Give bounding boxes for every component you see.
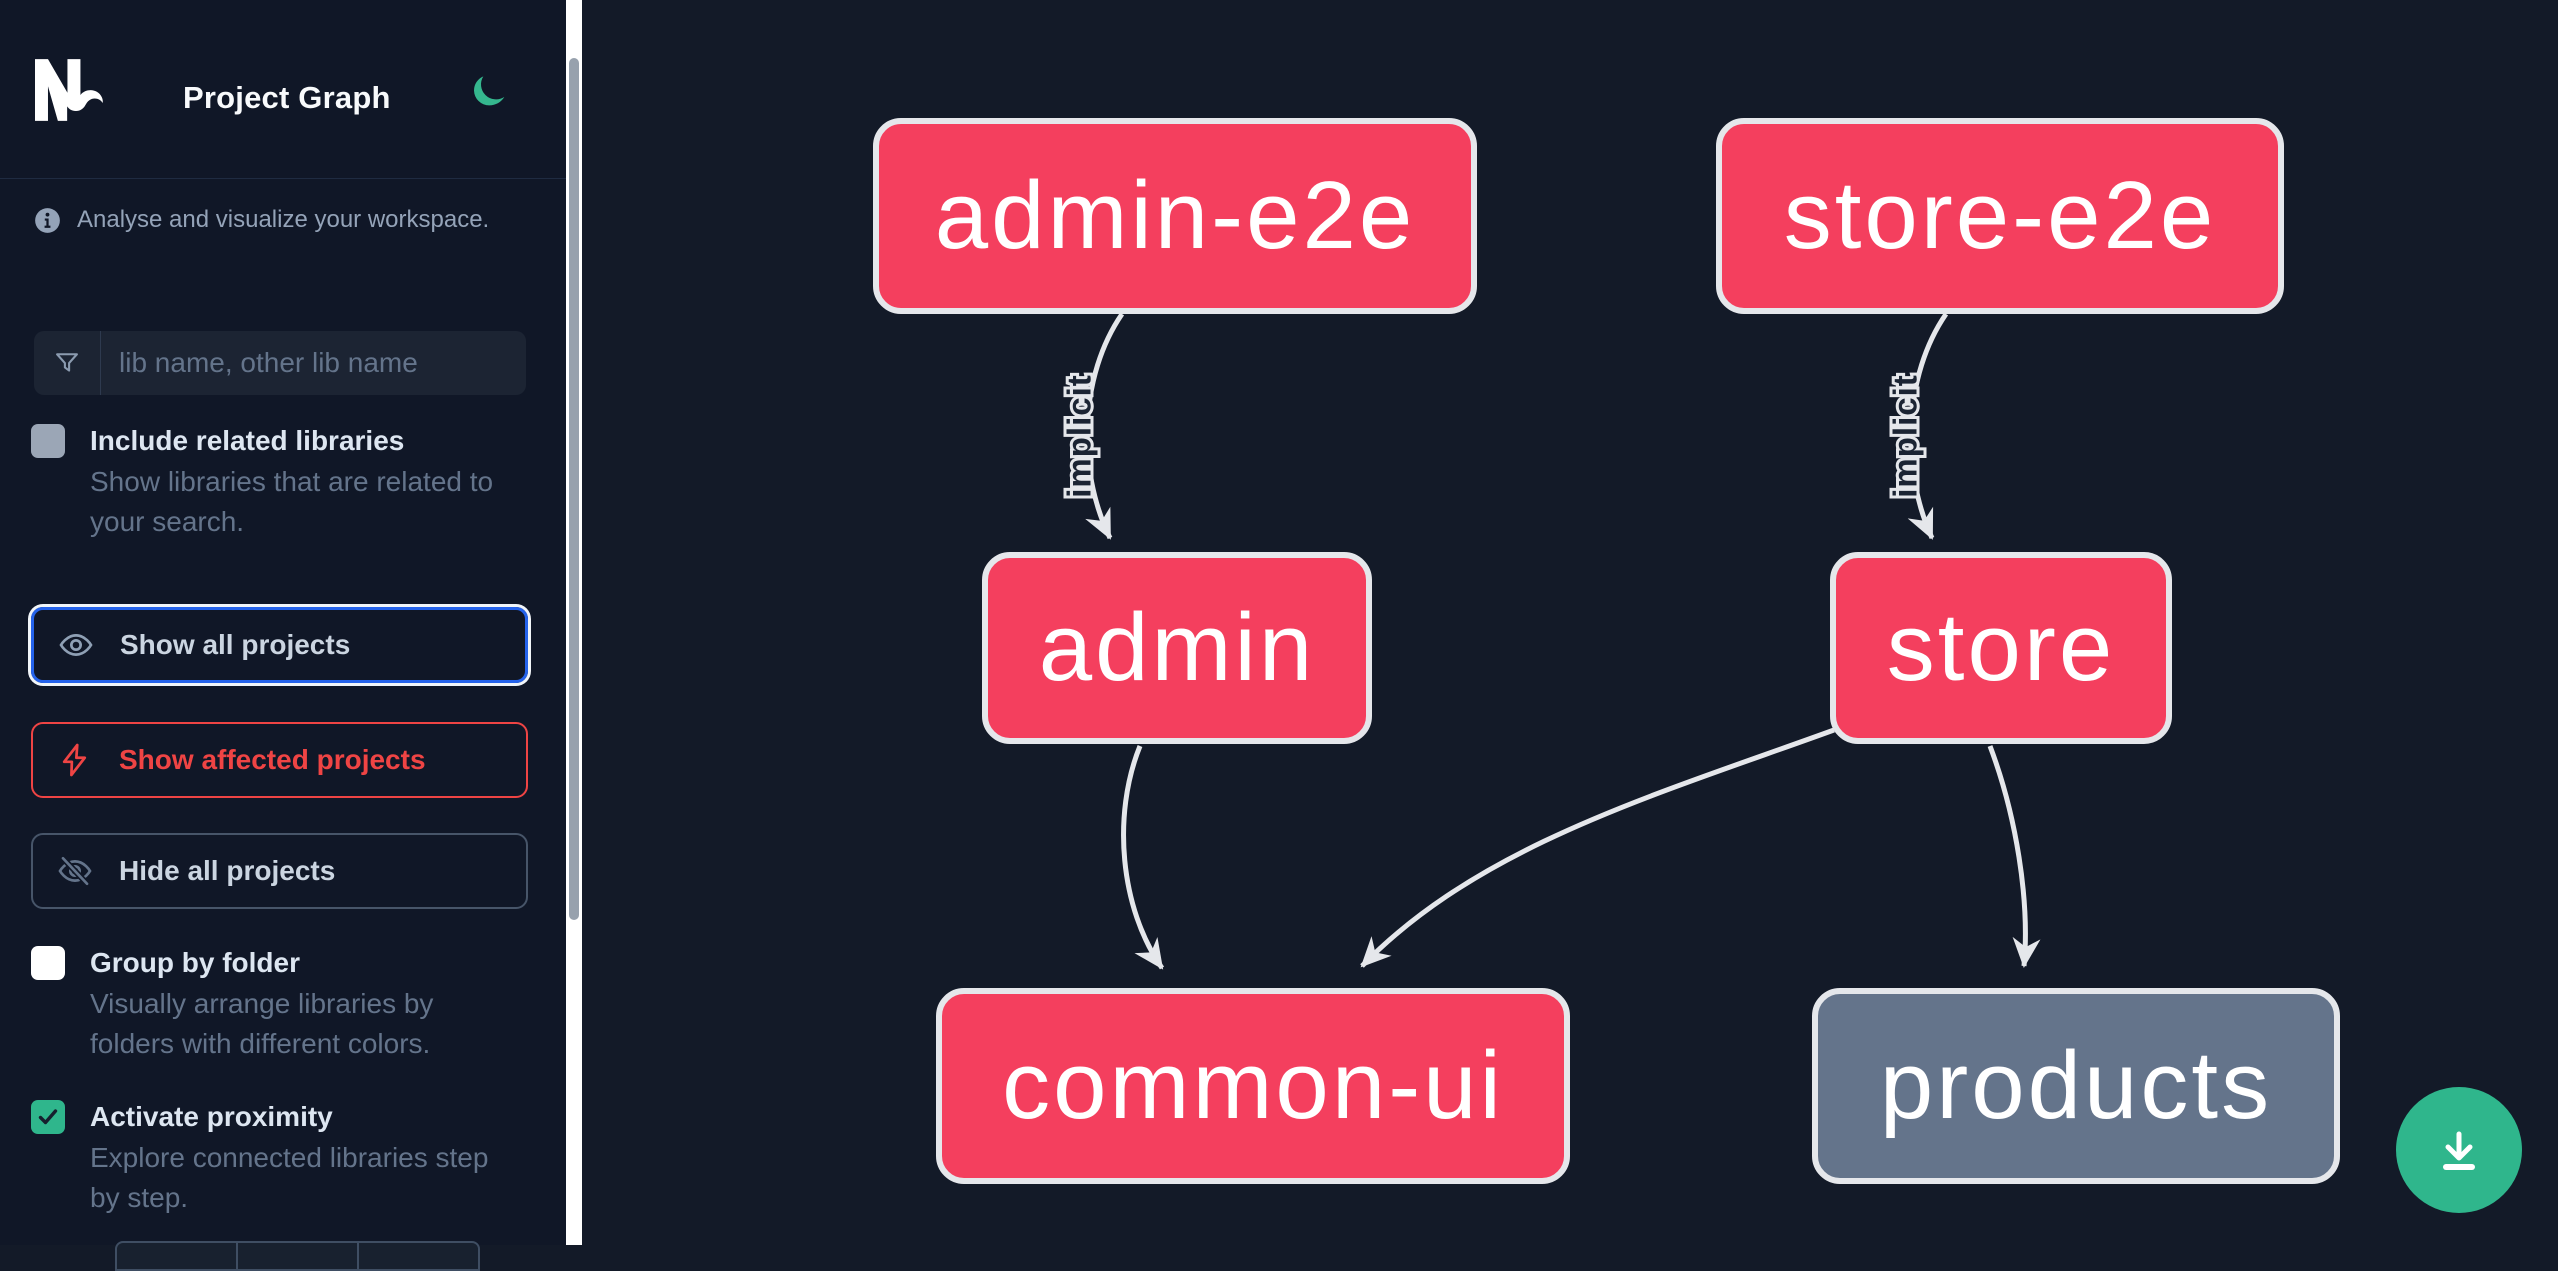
include-related-description: Show libraries that are related to your … (90, 466, 494, 537)
stepper-increment[interactable] (359, 1243, 478, 1269)
node-label: store (1886, 594, 2116, 701)
proximity-stepper[interactable] (115, 1241, 480, 1271)
filter-funnel-icon (34, 331, 101, 395)
stepper-value (238, 1243, 359, 1269)
include-related-checkbox[interactable] (31, 424, 65, 458)
graph-node-store-e2e[interactable]: store-e2e (1716, 118, 2284, 314)
activate-proximity-label[interactable]: Activate proximity (90, 1101, 333, 1132)
hide-all-projects-label: Hide all projects (119, 855, 336, 886)
edge-label-implicit: implicit (1887, 374, 1924, 498)
show-affected-projects-label: Show affected projects (119, 744, 426, 775)
download-icon (2443, 1131, 2475, 1170)
node-label: admin (1038, 594, 1316, 701)
lightning-bolt-icon (62, 743, 87, 777)
show-all-projects-label: Show all projects (120, 629, 351, 660)
eye-icon (59, 634, 93, 656)
show-affected-projects-button[interactable]: Show affected projects (31, 722, 528, 798)
graph-node-store[interactable]: store (1830, 552, 2172, 744)
node-label: admin-e2e (934, 162, 1416, 269)
group-by-folder-row: Group by folder Visually arrange librari… (31, 946, 531, 1076)
download-image-button[interactable] (2396, 1087, 2522, 1213)
node-label: common-ui (1002, 1032, 1504, 1139)
group-by-folder-description: Visually arrange libraries by folders wi… (90, 988, 434, 1059)
hide-all-projects-button[interactable]: Hide all projects (31, 833, 528, 909)
edge-store-e2e-to-store[interactable] (1907, 312, 1949, 540)
graph-edge-layer: implicit implicit (1058, 312, 2041, 970)
activate-proximity-checkbox[interactable] (31, 1100, 65, 1134)
edge-store-to-products[interactable] (1987, 745, 2041, 968)
sidebar: Project Graph Analyse and visualize your… (0, 0, 566, 1271)
graph-node-admin-e2e[interactable]: admin-e2e (873, 118, 1477, 314)
page-title: Project Graph (183, 80, 391, 115)
workspace-tagline: Analyse and visualize your workspace. (77, 206, 490, 233)
show-all-projects-button[interactable]: Show all projects (31, 607, 528, 683)
group-by-folder-label[interactable]: Group by folder (90, 947, 300, 978)
include-related-row: Include related libraries Show libraries… (31, 424, 531, 544)
activate-proximity-row: Activate proximity Explore connected lib… (31, 1100, 531, 1230)
moon-icon (473, 76, 505, 106)
eye-off-icon (58, 856, 92, 886)
theme-toggle-button[interactable] (468, 72, 510, 114)
include-related-label[interactable]: Include related libraries (90, 425, 405, 456)
graph-node-common-ui[interactable]: common-ui (936, 988, 1570, 1184)
edge-admin-e2e-to-admin[interactable] (1084, 312, 1125, 540)
sidebar-scrollbar-track[interactable] (566, 0, 582, 1245)
group-by-folder-checkbox[interactable] (31, 946, 65, 980)
node-label: store-e2e (1783, 162, 2217, 269)
stepper-decrement[interactable] (117, 1243, 238, 1269)
info-icon (35, 207, 60, 233)
graph-node-products[interactable]: products (1812, 988, 2340, 1184)
checkmark-icon (38, 1109, 58, 1125)
edge-admin-to-common-ui[interactable] (1121, 745, 1165, 970)
sidebar-scrollbar-thumb[interactable] (569, 58, 579, 920)
activate-proximity-description: Explore connected libraries step by step… (90, 1142, 489, 1213)
edge-label-implicit: implicit (1061, 374, 1098, 498)
nx-logo-icon (35, 59, 103, 121)
node-label: products (1879, 1032, 2273, 1139)
graph-node-admin[interactable]: admin (982, 552, 1372, 744)
header-divider (0, 178, 566, 179)
search-box (34, 331, 526, 395)
search-input[interactable] (101, 333, 526, 393)
edge-store-to-common-ui[interactable] (1360, 727, 1835, 968)
sidebar-header: Project Graph (0, 0, 566, 178)
